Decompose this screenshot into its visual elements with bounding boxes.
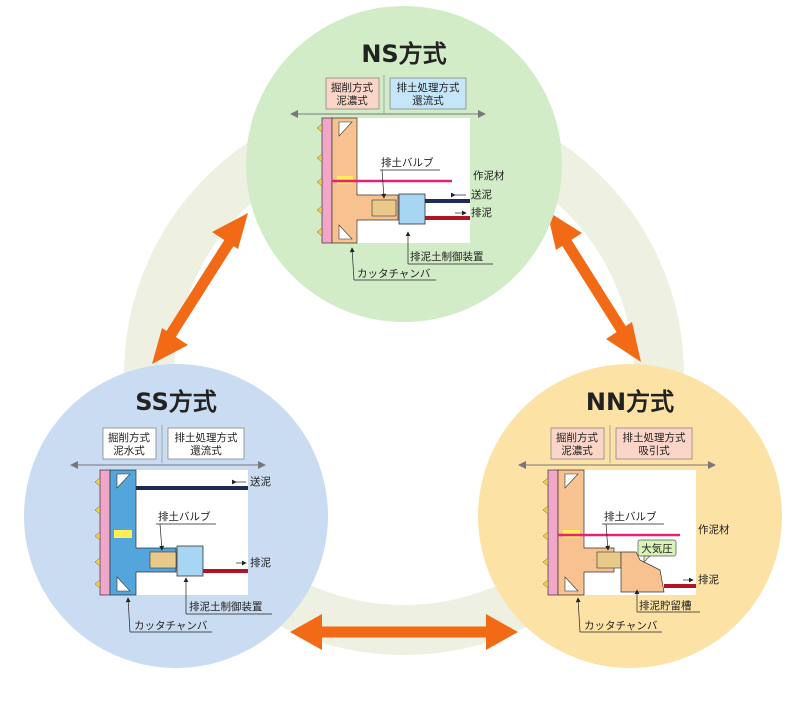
nn-disposal-label: 排土処理方式: [623, 431, 686, 444]
ss-control-device: [176, 545, 204, 577]
nn-excavation-label: 掘削方式: [556, 431, 598, 444]
ss-excavation-value: 泥水式: [113, 444, 145, 457]
ns-control-device: [398, 193, 426, 225]
ss-valve: [149, 551, 177, 569]
nn-tank-label: 排泥貯留槽: [639, 599, 692, 612]
ss-title: SS方式: [135, 388, 217, 416]
nn-chamber-label: カッタチャンバ: [584, 620, 658, 632]
nn-atmosphere-callout: [637, 539, 677, 557]
ss-supply-label: 送泥: [250, 475, 271, 488]
ns-disposal-box: [389, 77, 467, 110]
ss-disposal-value: 還流式: [190, 444, 222, 457]
ss-chamber-label: カッタチャンバ: [134, 620, 208, 632]
nn-disposal-box: [615, 427, 693, 460]
ns-title: NS方式: [361, 40, 446, 68]
ss-excavation-label: 掘削方式: [108, 431, 150, 444]
nn-valve: [596, 551, 622, 569]
nn-method: NN方式 掘削方式 泥濃式 排土処理方式 吸引式 大気圧 排土バルブ 作泥材 排…: [478, 364, 782, 668]
arrow-ss-nn: [290, 614, 518, 650]
ss-control-label: 排泥土制御装置: [189, 600, 263, 613]
ns-excavation-label: 掘削方式: [331, 81, 373, 94]
ns-valve: [371, 199, 397, 217]
nn-excavation-value: 泥濃式: [561, 444, 593, 457]
nn-tank: [620, 551, 665, 593]
ns-chamber-label: カッタチャンバ: [357, 268, 431, 280]
nn-valve-label: 排土バルブ: [604, 510, 657, 523]
nn-title: NN方式: [586, 388, 674, 416]
ns-method: NS方式 掘削方式 泥濃式 排土処理方式 還流式 排土バルブ 作泥材 送泥 排泥: [246, 6, 562, 322]
ns-discharge-label: 排泥: [471, 206, 492, 219]
ss-disposal-box: [167, 427, 245, 460]
ns-valve-label: 排土バルブ: [381, 156, 434, 169]
arrow-ns-ss: [152, 213, 248, 364]
nn-disposal-value: 吸引式: [638, 444, 670, 457]
ns-disposal-value: 還流式: [412, 94, 444, 107]
ss-excavation-box: [102, 427, 157, 460]
ss-valve-label: 排土バルブ: [158, 510, 211, 523]
nn-mud-material-label: 作泥材: [698, 523, 730, 536]
ss-discharge-label: 排泥: [250, 556, 271, 569]
nn-atmosphere-label: 大気圧: [641, 542, 673, 555]
ns-excavation-value: 泥濃式: [336, 94, 368, 107]
ss-method: SS方式 掘削方式 泥水式 排土処理方式 還流式 送泥 排土バルブ 排泥 排泥土: [24, 364, 328, 668]
nn-excavation-box: [550, 427, 605, 460]
ns-control-label: 排泥土制御装置: [410, 250, 484, 263]
ss-disposal-label: 排土処理方式: [175, 431, 238, 444]
ns-supply-label: 送泥: [471, 188, 492, 201]
arrow-ns-nn: [547, 211, 641, 362]
ns-mud-material-label: 作泥材: [473, 169, 505, 182]
ns-disposal-label: 排土処理方式: [397, 81, 460, 94]
ns-excavation-box: [325, 77, 380, 110]
nn-discharge-label: 排泥: [698, 573, 719, 586]
